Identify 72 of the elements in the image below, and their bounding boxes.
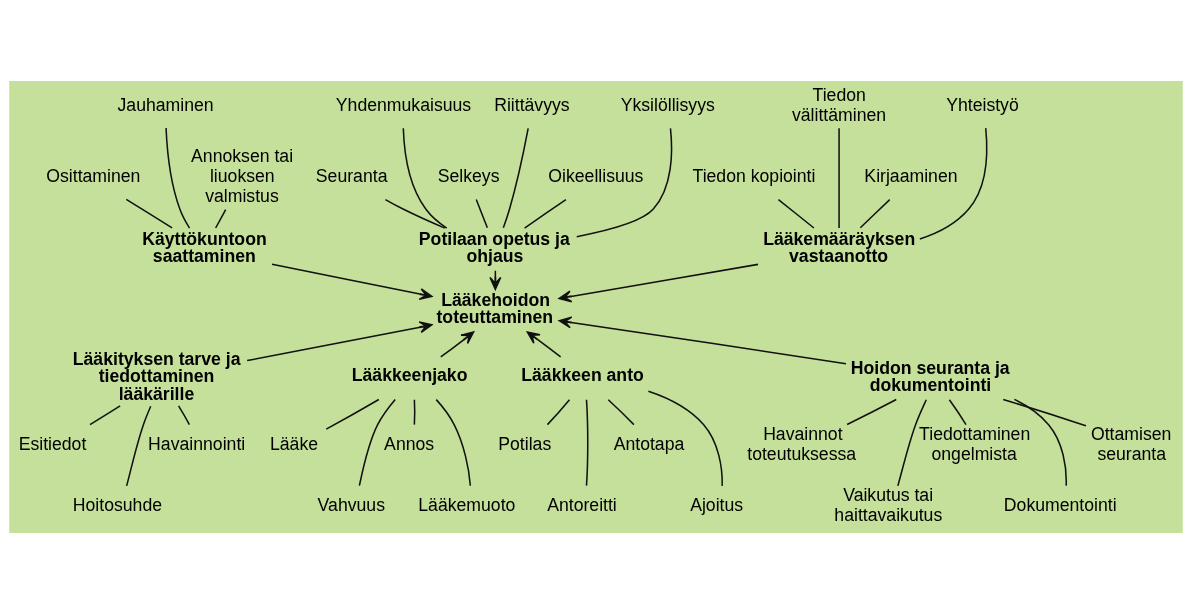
node-text: Potilaan opetus ja ohjaus — [418, 228, 570, 267]
node-text: Esitiedot — [18, 434, 87, 455]
arrow — [271, 263, 433, 301]
connector — [948, 398, 967, 426]
connector — [777, 198, 815, 229]
node-text: Tiedottaminen ongelmista — [919, 424, 1031, 465]
arrow — [246, 321, 433, 362]
connector — [502, 127, 529, 229]
connector — [1002, 398, 1087, 427]
connector — [585, 398, 589, 487]
connector — [607, 398, 635, 426]
node-text: Yhteistyö — [946, 95, 1019, 116]
connector — [358, 398, 396, 487]
connector — [402, 127, 448, 229]
node-text: Lääkityksen tarve ja tiedottaminen lääkärille — [72, 348, 241, 404]
node-text: Yhdenmukaisuus — [335, 95, 472, 116]
connector — [475, 198, 489, 229]
connector — [125, 198, 173, 229]
node-text: Vaikutus tai haittavaikutus — [834, 485, 943, 526]
node-text: Lääkkeen anto — [521, 365, 644, 386]
connector — [523, 198, 567, 229]
arrow — [440, 331, 475, 358]
arrow — [526, 331, 562, 358]
node-text: Riittävyys — [494, 95, 570, 116]
connector — [1013, 398, 1068, 487]
node-text: Potilas — [498, 434, 552, 455]
node-text: Tiedon kopiointi — [692, 166, 816, 187]
node-text: Annos — [384, 434, 435, 455]
connector — [384, 198, 446, 229]
arrow — [558, 263, 759, 303]
node-text: Antoreitti — [547, 495, 617, 516]
node-text: Tiedon välittäminen — [791, 85, 887, 126]
node-text: Havainnointi — [148, 434, 246, 455]
node-text: Vahvuus — [317, 495, 385, 516]
node-text: Havainnot toteutuksessa — [747, 424, 857, 465]
node-text: Lääkemuoto — [418, 495, 516, 516]
node-text: Jauhaminen — [117, 95, 214, 116]
connector — [165, 127, 191, 229]
node-text: Ottamisen seuranta — [1090, 424, 1172, 465]
connector — [125, 405, 152, 487]
node-text: Osittaminen — [46, 166, 141, 187]
node-text: Antotapa — [613, 434, 685, 455]
connector — [177, 405, 191, 426]
node-text: Kirjaaminen — [864, 166, 958, 187]
node-text: Selkeys — [437, 166, 500, 187]
connector — [413, 398, 416, 426]
node-text: Yksilöllisyys — [620, 95, 715, 116]
connector — [546, 398, 571, 426]
arrow — [558, 316, 847, 365]
node-text: Ajoitus — [690, 495, 744, 516]
connector — [647, 390, 723, 487]
connector — [859, 198, 891, 229]
connector — [575, 127, 673, 238]
connector — [838, 127, 840, 229]
node-text: Annoksen tai liuoksen valmistus — [191, 146, 294, 207]
connector — [89, 405, 121, 426]
node-text: Seuranta — [315, 166, 388, 187]
connector — [897, 398, 928, 487]
node-text: Dokumentointi — [1003, 495, 1117, 516]
connector — [435, 398, 472, 487]
node-text: Lääke — [269, 434, 319, 455]
node-text: Lääkkeenjako — [351, 365, 468, 386]
node-text: Lääkehoidon toteuttaminen — [436, 289, 554, 328]
node-text: Lääkemääräyksen vastaanotto — [763, 228, 916, 267]
connector — [846, 398, 898, 426]
connector — [214, 208, 227, 229]
node-text: Hoitosuhde — [72, 495, 163, 516]
connector — [325, 398, 380, 430]
connector — [919, 127, 988, 240]
node-text: Käyttökuntoon saattaminen — [142, 228, 267, 267]
node-text: Oikeellisuus — [548, 166, 644, 187]
node-text: Hoidon seuranta ja dokumentointi — [850, 357, 1010, 396]
